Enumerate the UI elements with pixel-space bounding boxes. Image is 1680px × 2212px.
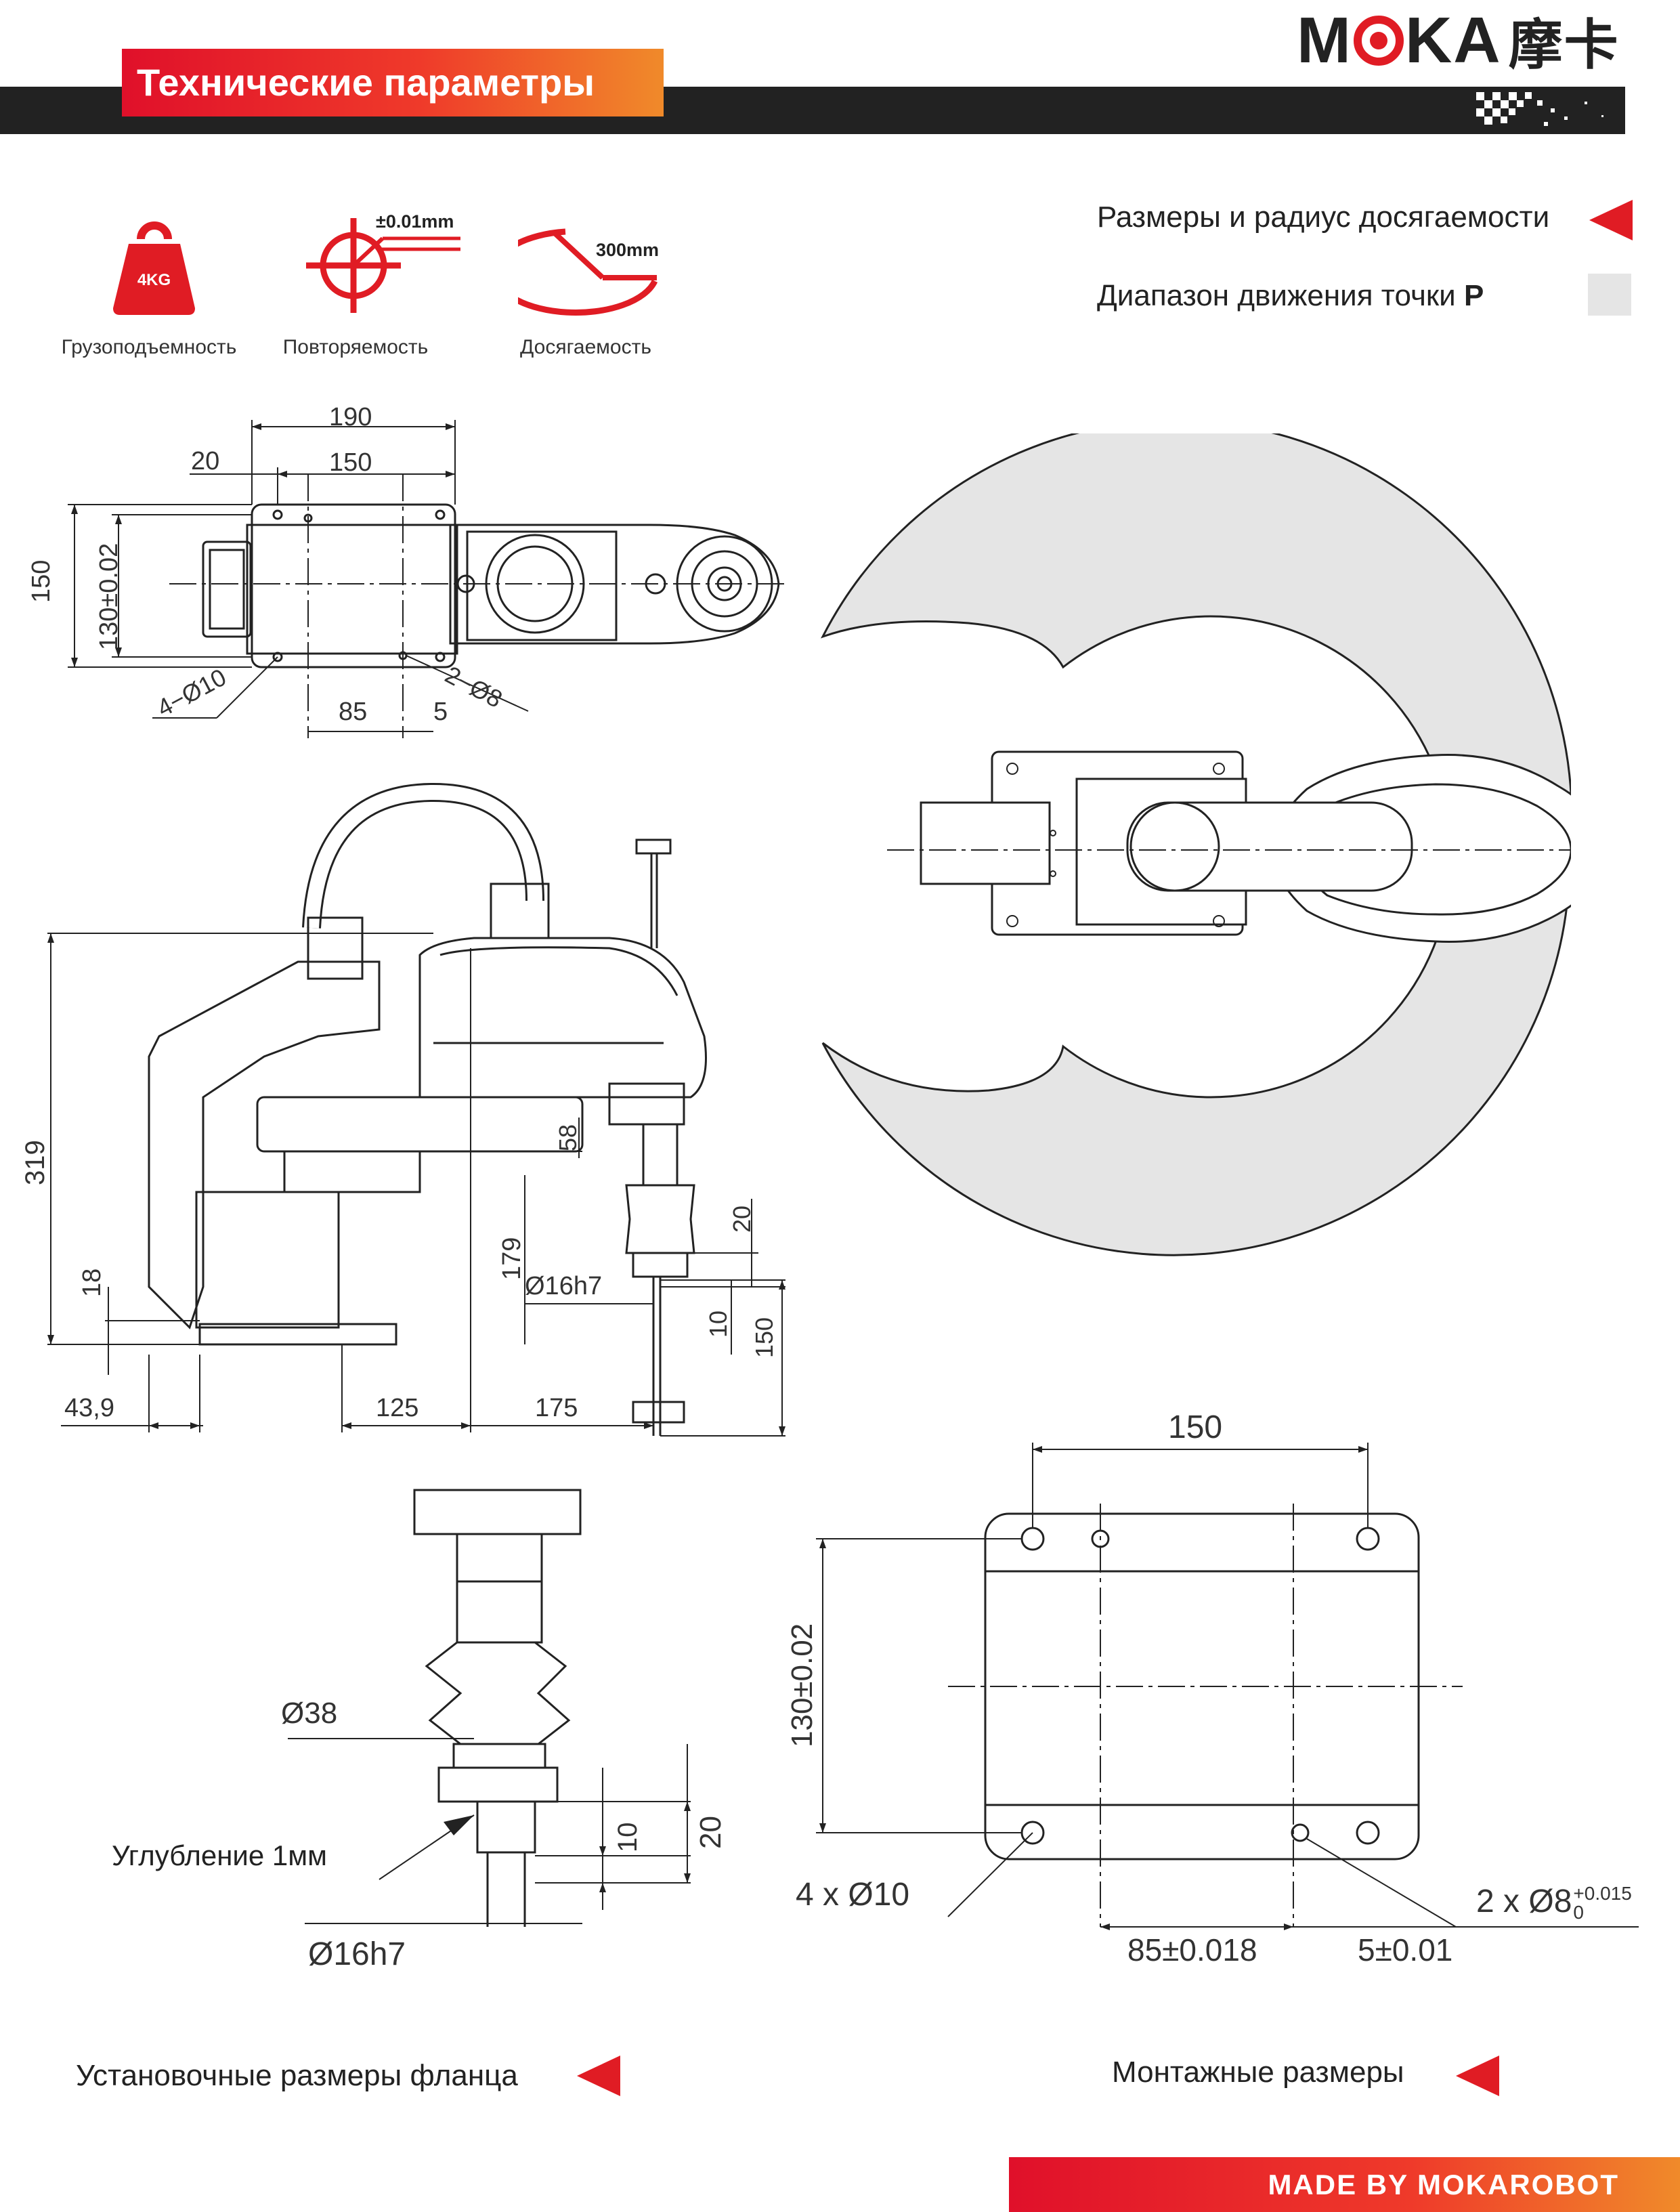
dim-tolerance-upper: +0.015 — [1573, 1883, 1632, 1905]
dim-flange-16h7: Ø16h7 — [308, 1936, 406, 1972]
dim-mount-130: 130±0.02 — [785, 1623, 819, 1747]
dim-flange-10: 10 — [613, 1822, 643, 1853]
repeatability-label: Повторяемость — [282, 336, 429, 358]
reach-range-diagram — [820, 433, 1571, 1256]
dim-20: 20 — [191, 447, 220, 475]
dim-tolerance-lower: 0 — [1573, 1902, 1584, 1923]
dim-150: 150 — [329, 448, 372, 477]
reach-label: Досягаемость — [520, 336, 651, 358]
brand-logo-cn: 摩卡 — [1508, 15, 1620, 75]
dim-5: 5 — [433, 698, 448, 726]
dim-mount-85: 85±0.018 — [1127, 1932, 1257, 1968]
dim-150-vertical: 150 — [27, 559, 56, 603]
reach-value: 300mm — [596, 240, 660, 260]
checker-pattern — [1476, 92, 1603, 126]
dim-16h7: Ø16h7 — [525, 1272, 603, 1300]
dim-175: 175 — [535, 1394, 578, 1422]
dim-150: 150 — [750, 1317, 778, 1358]
dim-20: 20 — [728, 1205, 756, 1233]
dim-85: 85 — [339, 698, 368, 726]
dim-43-9: 43,9 — [64, 1394, 114, 1422]
crosshair-icon — [306, 218, 460, 313]
dim-125: 125 — [376, 1394, 419, 1422]
dim-58: 58 — [554, 1124, 582, 1151]
motion-range-swatch — [1588, 274, 1631, 316]
dim-mount-4-holes: 4 x Ø10 — [796, 1877, 910, 1913]
dim-mount-150: 150 — [1168, 1409, 1223, 1445]
dim-319: 319 — [20, 1140, 50, 1185]
legend-dimensions-label: Размеры и радиус досягаемости — [1097, 200, 1550, 234]
dim-mount-2-holes: 2 x Ø8 +0.015 0 — [1476, 1883, 1632, 1923]
dim-38: Ø38 — [281, 1697, 338, 1730]
dim-130: 130±0.02 — [95, 543, 123, 650]
repeatability-value: ±0.01mm — [376, 211, 454, 232]
top-view-drawing — [68, 420, 789, 738]
weight-icon — [113, 221, 195, 315]
payload-label: Грузоподъемность — [61, 336, 237, 358]
mounting-section-label: Монтажные размеры — [1112, 2056, 1404, 2089]
recess-label: Углубление 1мм — [112, 1839, 327, 1871]
footer-banner: MADE BY MOKAROBOT — [1009, 2157, 1680, 2212]
legend-motion-label: Диапазон движения точки P — [1097, 279, 1484, 312]
flange-detail-drawing — [288, 1489, 691, 1927]
mounting-plate-drawing — [816, 1443, 1639, 1930]
dim-18: 18 — [78, 1268, 106, 1297]
reach-arc-icon — [518, 228, 658, 316]
red-triangle-icon — [577, 2056, 620, 2096]
flange-section-label: Установочные размеры фланца — [76, 2059, 518, 2092]
page-title: Технические параметры — [122, 49, 664, 116]
dim-179: 179 — [498, 1237, 526, 1280]
dim-190: 190 — [329, 403, 372, 431]
side-view-drawing — [47, 782, 785, 1437]
dim-flange-20: 20 — [694, 1816, 727, 1849]
payload-value: 4KG — [137, 271, 171, 289]
red-triangle-icon — [1589, 200, 1633, 240]
red-triangle-icon — [1456, 2056, 1499, 2096]
dim-10: 10 — [704, 1310, 732, 1338]
dim-mount-5: 5±0.01 — [1358, 1932, 1453, 1968]
